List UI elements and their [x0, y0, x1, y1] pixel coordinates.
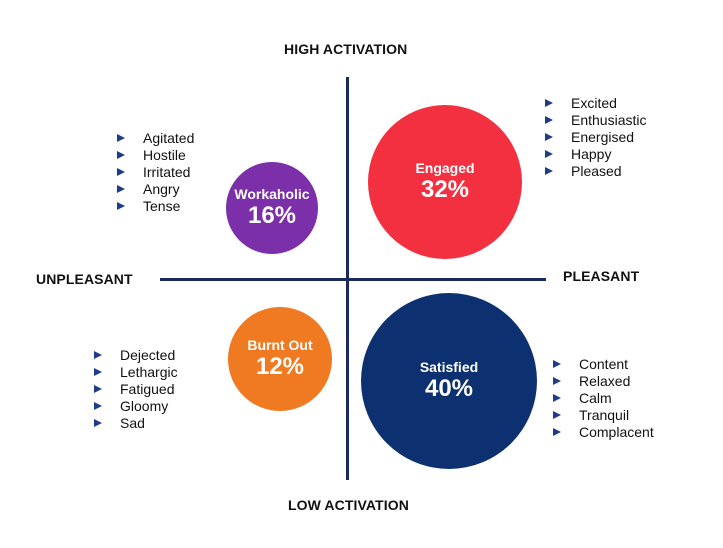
axis-label-high-activation: HIGH ACTIVATION [284, 41, 408, 57]
list-item: Gloomy [94, 397, 178, 414]
list-item: Hostile [117, 146, 194, 163]
axis-label-unpleasant: UNPLEASANT [36, 271, 133, 287]
list-item-text: Lethargic [120, 363, 178, 380]
list-item: Relaxed [553, 372, 654, 389]
bullet-arrow-icon [117, 201, 125, 210]
bubble-engaged: Engaged 32% [368, 105, 522, 259]
bubble-percent: 40% [424, 375, 474, 402]
list-item: Enthusiastic [545, 111, 646, 128]
list-item-text: Tense [143, 197, 181, 214]
list-item-text: Irritated [143, 163, 191, 180]
list-item: Excited [545, 94, 646, 111]
bubble-label: Engaged [415, 160, 475, 176]
bullet-arrow-icon [94, 350, 102, 359]
list-item-text: Dejected [120, 346, 176, 363]
list-item: Calm [553, 389, 654, 406]
list-item-text: Agitated [143, 129, 195, 146]
list-item-text: Enthusiastic [571, 111, 647, 128]
bubble-percent: 16% [247, 202, 297, 229]
bullet-arrow-icon [545, 149, 553, 158]
bullet-arrow-icon [117, 150, 125, 159]
list-item: Sad [94, 414, 178, 431]
list-item-text: Calm [579, 389, 612, 406]
bullet-arrow-icon [545, 132, 553, 141]
list-item-text: Gloomy [120, 397, 169, 414]
bullet-arrow-icon [117, 133, 125, 142]
word-list-engaged: Excited Enthusiastic Energised Happy Ple… [545, 94, 646, 179]
list-item-text: Energised [571, 128, 635, 145]
bullet-arrow-icon [553, 359, 561, 368]
bullet-arrow-icon [94, 401, 102, 410]
list-item-text: Content [579, 355, 629, 372]
axis-label-pleasant: PLEASANT [563, 268, 640, 284]
list-item: Energised [545, 128, 646, 145]
bullet-arrow-icon [545, 166, 553, 175]
bullet-arrow-icon [545, 115, 553, 124]
bubble-percent: 32% [420, 176, 470, 203]
bullet-arrow-icon [553, 427, 561, 436]
list-item: Irritated [117, 163, 194, 180]
list-item-text: Fatigued [120, 380, 175, 397]
list-item-text: Pleased [571, 162, 622, 179]
bullet-arrow-icon [553, 376, 561, 385]
axis-label-low-activation: LOW ACTIVATION [288, 497, 409, 513]
bubble-workaholic: Workaholic 16% [226, 162, 318, 254]
bullet-arrow-icon [94, 418, 102, 427]
list-item: Happy [545, 145, 646, 162]
list-item: Lethargic [94, 363, 178, 380]
list-item: Tense [117, 197, 194, 214]
bullet-arrow-icon [117, 167, 125, 176]
list-item-text: Complacent [579, 423, 654, 440]
bubble-label: Burnt Out [247, 337, 313, 353]
bullet-arrow-icon [94, 367, 102, 376]
list-item-text: Relaxed [579, 372, 631, 389]
list-item: Dejected [94, 346, 178, 363]
list-item-text: Angry [143, 180, 180, 197]
list-item-text: Excited [571, 94, 617, 111]
list-item-text: Sad [120, 414, 145, 431]
list-item: Content [553, 355, 654, 372]
list-item: Complacent [553, 423, 654, 440]
bubble-burnt-out: Burnt Out 12% [228, 307, 332, 411]
list-item-text: Happy [571, 145, 612, 162]
list-item-text: Hostile [143, 146, 186, 163]
bullet-arrow-icon [553, 393, 561, 402]
bubble-satisfied: Satisfied 40% [361, 293, 537, 469]
list-item-text: Tranquil [579, 406, 630, 423]
list-item: Fatigued [94, 380, 178, 397]
bubble-label: Satisfied [419, 359, 479, 375]
horizontal-axis-line [160, 278, 546, 281]
bullet-arrow-icon [545, 98, 553, 107]
bullet-arrow-icon [94, 384, 102, 393]
word-list-burnt-out: Dejected Lethargic Fatigued Gloomy Sad [94, 346, 178, 431]
bullet-arrow-icon [553, 410, 561, 419]
word-list-satisfied: Content Relaxed Calm Tranquil Complacent [553, 355, 654, 440]
list-item: Tranquil [553, 406, 654, 423]
bubble-label: Workaholic [234, 186, 310, 202]
word-list-workaholic: Agitated Hostile Irritated Angry Tense [117, 129, 194, 214]
bullet-arrow-icon [117, 184, 125, 193]
list-item: Agitated [117, 129, 194, 146]
bubble-percent: 12% [255, 353, 305, 380]
list-item: Pleased [545, 162, 646, 179]
list-item: Angry [117, 180, 194, 197]
